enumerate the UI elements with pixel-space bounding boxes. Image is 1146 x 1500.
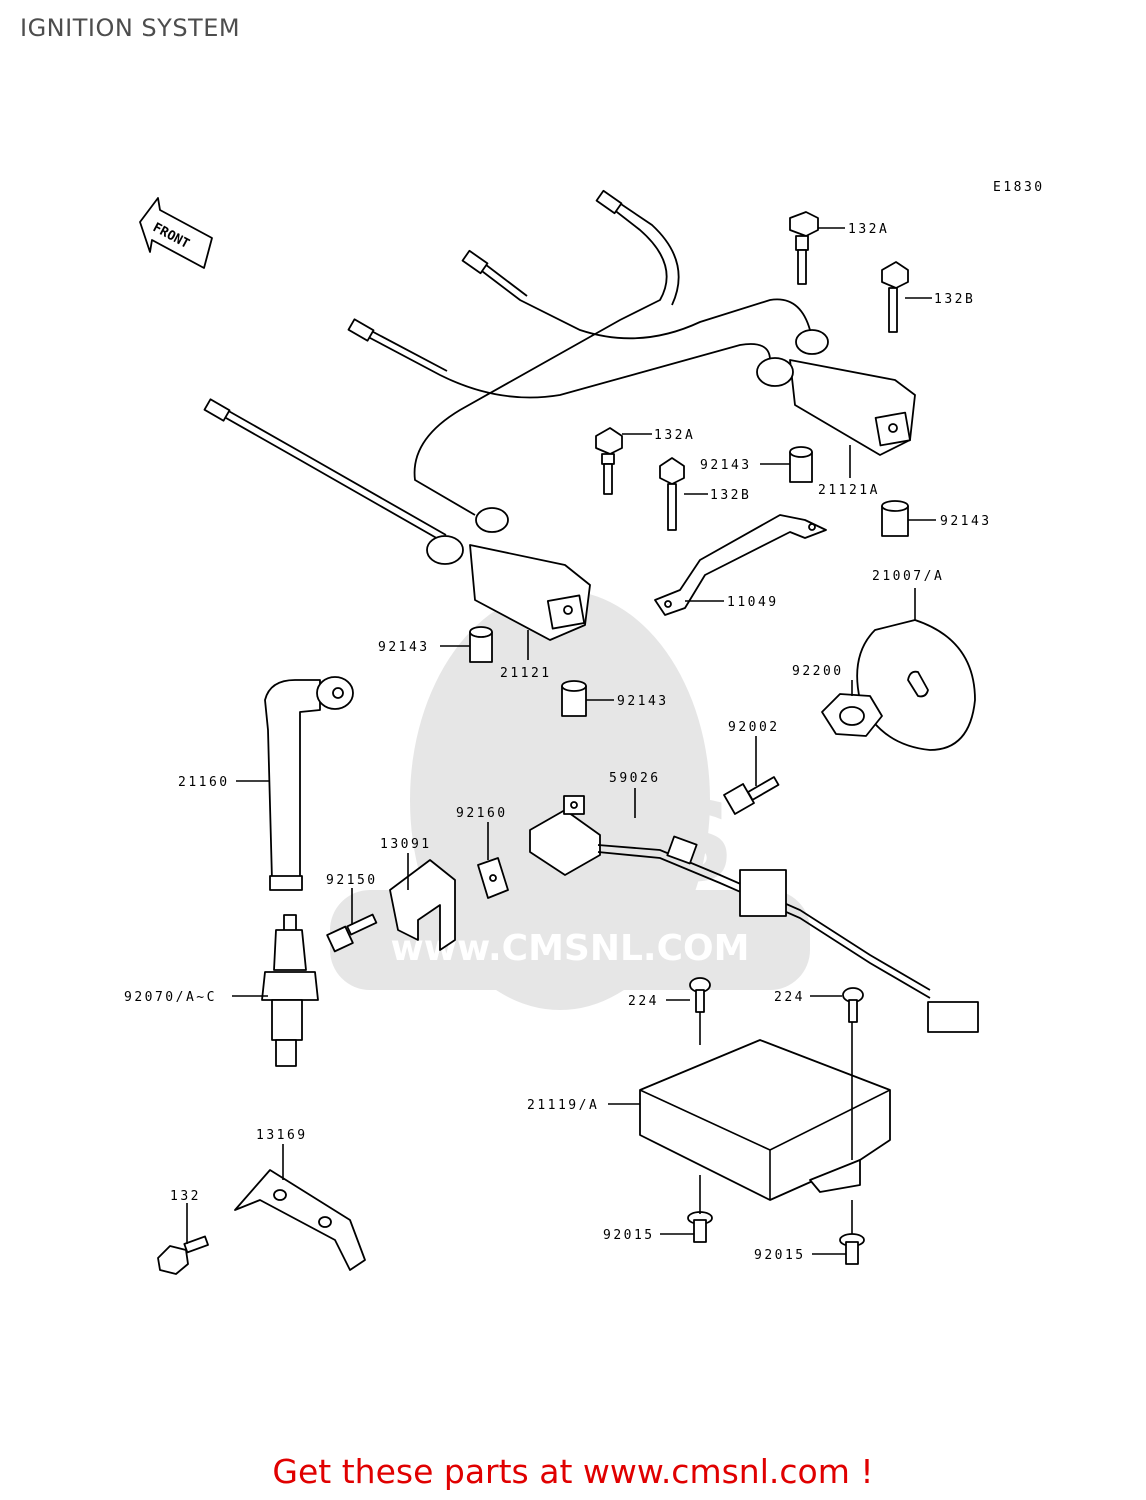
part-label-224-left: 224	[628, 994, 659, 1009]
front-arrow-icon: FRONT	[139, 197, 213, 269]
spark-plug-cap-21160	[264, 676, 354, 891]
collar-middle-left	[469, 626, 493, 663]
collar-upper-right	[881, 500, 909, 537]
part-label-92143-b: 92143	[940, 514, 992, 529]
part-label-21160: 21160	[178, 775, 230, 790]
part-label-92002: 92002	[728, 720, 780, 735]
ignition-coil-lower	[426, 507, 591, 641]
page-title: IGNITION SYSTEM	[20, 14, 241, 42]
part-label-92143-d: 92143	[617, 694, 669, 709]
plate-92160	[477, 857, 509, 899]
part-label-224-right: 224	[774, 990, 805, 1005]
part-label-92200: 92200	[792, 664, 844, 679]
parts-diagram: CMS www.CMSNL.COM E1830 FRONT	[124, 180, 1045, 1275]
footer-link[interactable]: Get these parts at www.cmsnl.com !	[272, 1452, 874, 1491]
collar-upper-left	[789, 446, 813, 483]
part-label-132b-upper: 132B	[934, 292, 975, 307]
bolt-92150	[326, 913, 378, 953]
bolt-132-lower	[157, 1235, 209, 1275]
part-label-92143-c: 92143	[378, 640, 430, 655]
high-tension-leads	[203, 189, 811, 541]
part-label-132a-upper: 132A	[848, 222, 889, 237]
part-label-92015-left: 92015	[603, 1228, 655, 1243]
part-label-21121: 21121	[500, 666, 552, 681]
part-label-21119a: 21119/A	[527, 1098, 599, 1113]
part-label-59026: 59026	[609, 771, 661, 786]
spark-plug-92070	[261, 914, 319, 1067]
screw-92015-left	[687, 1211, 713, 1243]
part-label-21007a: 21007/A	[872, 569, 944, 584]
nut-92200	[821, 693, 883, 737]
bolt-132a-upper	[789, 211, 819, 285]
pickup-coil-59026	[529, 795, 979, 1033]
collar-middle-right	[561, 680, 587, 717]
part-label-92070: 92070/A~C	[124, 990, 217, 1005]
part-label-132: 132	[170, 1189, 201, 1204]
bolt-92002	[723, 776, 780, 815]
screw-92015-right	[839, 1233, 865, 1265]
part-label-92143-a: 92143	[700, 458, 752, 473]
igniter-unit-21119	[639, 1039, 891, 1201]
part-label-92150: 92150	[326, 873, 378, 888]
diagram-code: E1830	[993, 180, 1045, 195]
part-label-92015-right: 92015	[754, 1248, 806, 1263]
screw-224-right	[842, 987, 864, 1023]
part-labels: 132A 132B 132A 92143 21121A 132B 92143 1…	[124, 222, 992, 1263]
part-label-92160: 92160	[456, 806, 508, 821]
bolt-132b-middle	[659, 457, 685, 531]
part-label-21121a: 21121A	[818, 483, 880, 498]
part-label-13169: 13169	[256, 1128, 308, 1143]
bolt-132b-upper	[881, 261, 909, 333]
part-label-11049: 11049	[727, 595, 779, 610]
part-label-132b-middle: 132B	[710, 488, 751, 503]
ignition-coil-upper	[756, 329, 916, 456]
part-label-132a-middle: 132A	[654, 428, 695, 443]
bracket-13091	[389, 859, 456, 951]
bolt-132a-middle	[595, 427, 623, 495]
leader-lines	[186, 227, 936, 1255]
part-label-13091: 13091	[380, 837, 432, 852]
timing-rotor-21007	[856, 619, 976, 751]
screw-224-left	[689, 977, 711, 1013]
bracket-13169	[234, 1169, 366, 1271]
bracket-11049	[654, 514, 827, 616]
